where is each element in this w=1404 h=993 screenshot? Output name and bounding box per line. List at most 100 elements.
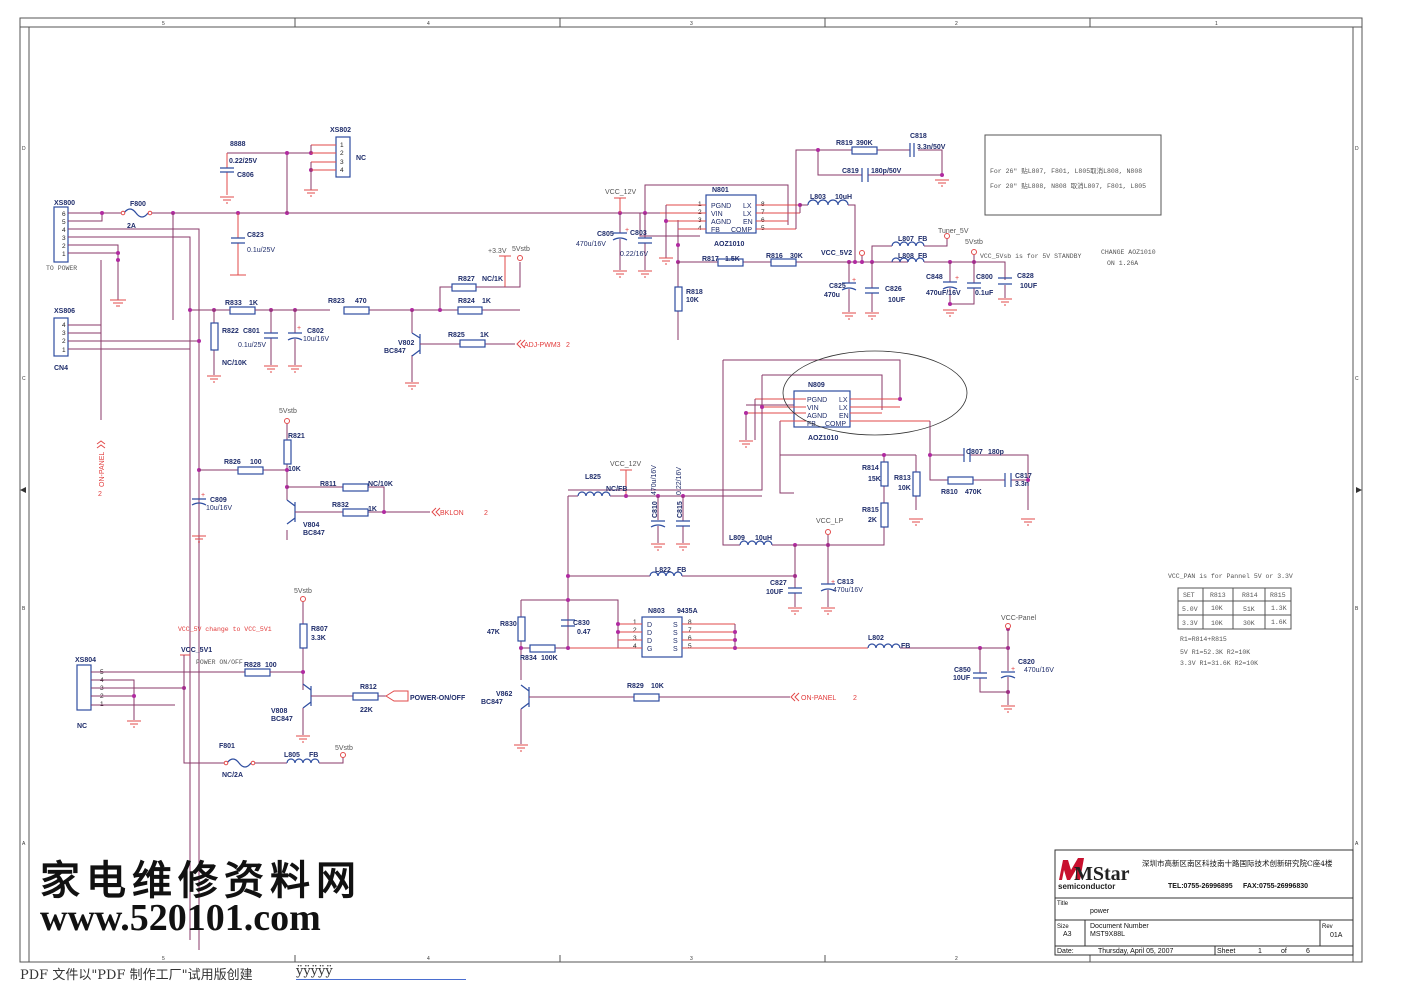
svg-text:V804: V804	[303, 522, 319, 529]
svg-text:C826: C826	[885, 286, 902, 293]
svg-text:5Vstb: 5Vstb	[294, 588, 312, 595]
svg-text:22K: 22K	[360, 707, 373, 714]
svg-text:3: 3	[62, 330, 66, 337]
svg-text:47K: 47K	[487, 629, 500, 636]
svg-text:ON-PANEL: ON-PANEL	[801, 695, 836, 702]
c803-capacitor: C803 0.22/16V	[620, 213, 652, 278]
pan-table-cell: 3.3V	[1182, 620, 1198, 627]
watermark-url: www.520101.com	[40, 897, 321, 939]
pan-table-cell: 30K	[1243, 620, 1255, 627]
vcc12-lower: VCC_12V	[610, 461, 641, 496]
svg-text:3: 3	[340, 159, 344, 166]
note-line-2: For 20" 贴L808, N808 取消L807, F801, L805	[990, 181, 1146, 190]
svg-text:0.1u/25V: 0.1u/25V	[238, 342, 266, 349]
svg-text:EN: EN	[743, 219, 753, 226]
r817-resistor: R817 1.5K	[678, 256, 860, 267]
svg-text:+: +	[201, 492, 205, 499]
power-onoff-note: POWER ON/OFF	[196, 659, 243, 666]
r829-resistor: R829 10K	[529, 683, 790, 702]
xs806-connector: XS806 CN4 4 3 2 1	[53, 308, 75, 372]
fb-divider: R814 15K R813 10K R815 2K	[780, 453, 923, 546]
pan-table-cell: 51K	[1243, 606, 1255, 613]
col-tick: 2	[955, 21, 958, 27]
svg-text:Sheet: Sheet	[1217, 948, 1235, 955]
xs804-connector: XS804 NC 5 4 3 2 1	[75, 657, 104, 730]
svg-text:C848: C848	[926, 274, 943, 281]
svg-text:10K: 10K	[288, 466, 301, 473]
pan-formula-3: 3.3V R1=31.6K R2=10K	[1180, 660, 1258, 667]
svg-text:R823: R823	[328, 298, 345, 305]
svg-text:VIN: VIN	[711, 211, 723, 218]
svg-text:LX: LX	[743, 203, 752, 210]
svg-text:N809: N809	[808, 382, 825, 389]
svg-text:R832: R832	[332, 502, 349, 509]
row-ticks: D C B A D C B A	[20, 146, 1362, 847]
svg-text:AGND: AGND	[711, 219, 731, 226]
svg-text:6: 6	[688, 635, 692, 642]
svg-text:VCC_5V2: VCC_5V2	[821, 250, 852, 257]
c823-capacitor: C823 0.1u/25V	[230, 213, 275, 276]
svg-text:F801: F801	[219, 743, 235, 750]
svg-text:N803: N803	[648, 608, 665, 615]
watermark-chinese: 家电维修资料网	[40, 857, 362, 904]
r812-resistor: R812 22K	[311, 684, 386, 714]
r807-resistor: 5Vstb R807 3.3K	[294, 588, 328, 690]
svg-text:R828: R828	[244, 662, 261, 669]
doc-number: MST9X88L	[1090, 931, 1125, 938]
svg-text:R834: R834	[520, 655, 537, 662]
svg-text:FB: FB	[309, 752, 318, 759]
svg-text:NC/10K: NC/10K	[222, 360, 247, 367]
vcc5v-change-note: VCC_5V change to VCC_5V1	[178, 626, 272, 633]
c805-capacitor: + C805 470u/16V	[576, 213, 629, 278]
svg-text:5: 5	[62, 219, 66, 226]
svg-text:FB: FB	[918, 236, 927, 243]
svg-text:0.22/16V: 0.22/16V	[620, 251, 648, 258]
pan-table-cell: 1.6K	[1271, 619, 1287, 626]
r816-resistor: R816 30K	[766, 253, 803, 267]
svg-text:C813: C813	[837, 579, 854, 586]
pan-table-header: R813	[1210, 592, 1226, 599]
svg-text:R816: R816	[766, 253, 783, 260]
svg-text:AGND: AGND	[807, 413, 827, 420]
r822-resistor: R822 NC/10K	[207, 310, 247, 383]
svg-text:AOZ1010: AOZ1010	[714, 241, 744, 248]
svg-text:5Vstb: 5Vstb	[279, 408, 297, 415]
svg-text:Document Number: Document Number	[1090, 923, 1149, 930]
svg-text:NC: NC	[356, 155, 366, 162]
svg-text:1: 1	[62, 347, 66, 354]
l822-inductor: L822 FB	[568, 567, 795, 577]
svg-text:C806: C806	[237, 172, 254, 179]
svg-text:C817: C817	[1015, 473, 1032, 480]
svg-text:L809: L809	[729, 535, 745, 542]
svg-text:C828: C828	[1017, 273, 1034, 280]
svg-text:FB: FB	[807, 421, 816, 428]
svg-text:7: 7	[688, 627, 692, 634]
r823-resistor: R823 470	[328, 298, 370, 315]
svg-text:4: 4	[62, 322, 66, 329]
v808-transistor: V808 BC847	[271, 683, 312, 743]
svg-text:Size: Size	[1057, 924, 1069, 930]
svg-text:R833: R833	[225, 300, 242, 307]
svg-text:2: 2	[62, 338, 66, 345]
svg-text:FB: FB	[918, 253, 927, 260]
svg-text:PGND: PGND	[807, 397, 827, 404]
svg-text:of: of	[1281, 948, 1287, 955]
pdf-footer-text: PDF 文件以"PDF 制作工厂"试用版创建	[20, 968, 253, 983]
r830-resistor: R830 47K	[487, 616, 526, 642]
svg-text:2A: 2A	[127, 223, 136, 230]
svg-text:+3.3V: +3.3V	[488, 248, 507, 255]
svg-text:L802: L802	[868, 635, 884, 642]
svg-text:LX: LX	[839, 405, 848, 412]
svg-text:VIN: VIN	[807, 405, 819, 412]
svg-text:V802: V802	[398, 340, 414, 347]
svg-text:10K: 10K	[651, 683, 664, 690]
svg-text:L825: L825	[585, 474, 601, 481]
col-tick: 5	[162, 21, 165, 27]
svg-text:470u/16V: 470u/16V	[576, 241, 606, 248]
svg-text:D: D	[22, 146, 26, 152]
pdf-footer-link[interactable]: ÿÿÿÿÿ	[296, 964, 466, 980]
svg-text:C810: C810	[652, 501, 659, 518]
svg-text:C803: C803	[630, 230, 647, 237]
